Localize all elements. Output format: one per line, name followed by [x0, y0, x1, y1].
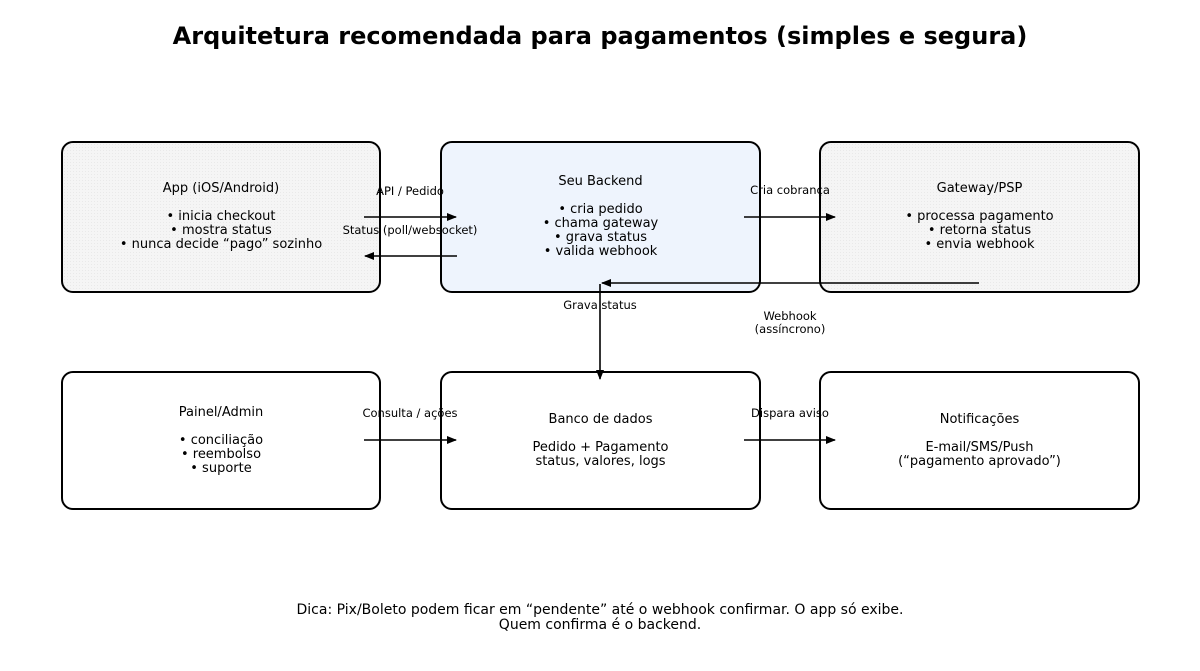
- database-box-line: Pedido + Pagamento: [532, 439, 669, 455]
- edge-label-cria-cobranca: Cria cobrança: [750, 183, 830, 197]
- backend-box-line: • cria pedido: [558, 202, 643, 217]
- backend-box-title: Seu Backend: [558, 174, 643, 189]
- edge-label-status-poll: Status (poll/websocket): [342, 223, 478, 237]
- backend-box: Seu Backend • cria pedido • chama gatewa…: [440, 141, 761, 293]
- app-box-line: • nunca decide “pago” sozinho: [119, 237, 323, 252]
- gateway-box: Gateway/PSP • processa pagamento • retor…: [819, 141, 1140, 293]
- database-box-title: Banco de dados: [548, 411, 653, 427]
- backend-box-line: • grava status: [553, 230, 648, 245]
- footer-tip-line1: Dica: Pix/Boleto podem ficar em “pendent…: [296, 602, 904, 618]
- edge-label-api-pedido: API / Pedido: [376, 184, 444, 198]
- notifications-box: Notificações E-mail/SMS/Push (“pagamento…: [819, 371, 1140, 510]
- gateway-box-line: • envia webhook: [924, 237, 1035, 252]
- app-box-line: • inicia checkout: [166, 209, 276, 224]
- edge-label-dispara-aviso: Dispara aviso: [751, 406, 829, 420]
- app-box: App (iOS/Android) • inicia checkout • mo…: [61, 141, 381, 293]
- admin-box-title: Painel/Admin: [178, 404, 264, 420]
- notifications-box-title: Notificações: [939, 411, 1020, 427]
- admin-box-line: • suporte: [190, 460, 252, 476]
- app-box-line: • mostra status: [170, 223, 272, 238]
- footer-tip: Dica: Pix/Boleto podem ficar em “pendent…: [0, 603, 1200, 633]
- admin-box: Painel/Admin • conciliação • reembolso •…: [61, 371, 381, 510]
- edge-label-webhook-line1: Webhook: [763, 309, 817, 323]
- edge-label-consulta-acoes: Consulta / ações: [362, 406, 458, 420]
- database-box: Banco de dados Pedido + Pagamento status…: [440, 371, 761, 510]
- notifications-box-line: E-mail/SMS/Push: [925, 439, 1034, 455]
- admin-box-line: • reembolso: [180, 446, 262, 462]
- gateway-box-line: • retorna status: [927, 223, 1032, 238]
- database-box-line: status, valores, logs: [535, 453, 666, 469]
- backend-box-line: • chama gateway: [542, 216, 659, 231]
- footer-tip-line2: Quem confirma é o backend.: [498, 617, 702, 633]
- notifications-box-line: (“pagamento aprovado”): [898, 453, 1061, 469]
- edge-label-grava-status: Grava status: [563, 298, 637, 312]
- admin-box-line: • conciliação: [178, 432, 264, 448]
- gateway-box-line: • processa pagamento: [905, 209, 1054, 224]
- diagram-title: Arquitetura recomendada para pagamentos …: [172, 22, 1028, 50]
- edge-label-webhook: Webhook (assíncrono): [755, 310, 826, 336]
- edge-label-webhook-line2: (assíncrono): [754, 322, 826, 336]
- backend-box-line: • valida webhook: [543, 244, 658, 259]
- app-box-title: App (iOS/Android): [162, 181, 280, 196]
- gateway-box-title: Gateway/PSP: [936, 181, 1023, 196]
